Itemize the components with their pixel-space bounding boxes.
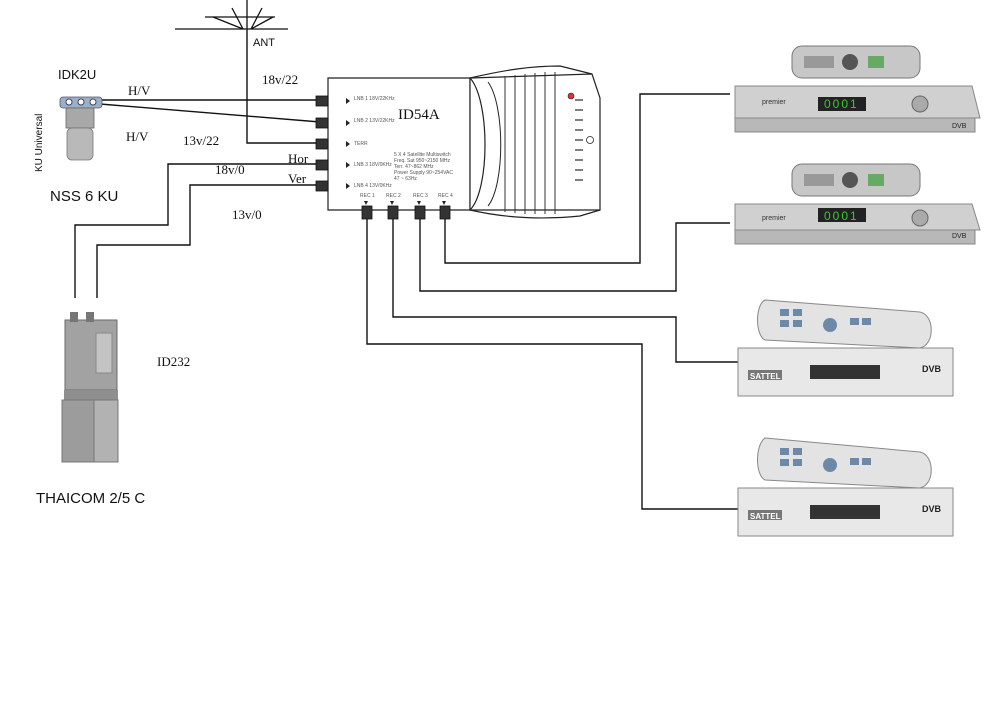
hv-top-label: H/V [128, 83, 151, 98]
multiswitch-id54a [315, 65, 601, 220]
ms-input-4: LNB 3 18V/0KHz [354, 162, 392, 168]
nss-label: NSS 6 KU [50, 188, 119, 205]
multiswitch-model-label: ID54A [398, 107, 440, 123]
wire-c-hor [74, 163, 320, 298]
ku-universal-label: KU Universal [34, 113, 45, 172]
receiver-4-dvb: DVB [922, 504, 942, 514]
receiver-2-display: 0001 [824, 209, 859, 223]
lnb-c-icon [61, 312, 119, 463]
receiver-1-dvb: DVB [952, 123, 967, 130]
lnb-c-model-label: ID232 [157, 354, 191, 369]
v13-22-label: 13v/22 [183, 133, 220, 148]
receiver-3-brand: SATTEL [750, 372, 781, 381]
ms-output-3: REC 3 [413, 193, 428, 199]
receiver-2 [734, 163, 981, 245]
wire-ku-13v [99, 103, 321, 123]
receiver-2-dvb: DVB [952, 233, 967, 240]
wire-ant [246, 30, 320, 144]
wires [74, 30, 740, 510]
wire-rec3 [419, 218, 730, 292]
ant-label: ANT [253, 37, 275, 49]
ms-input-1: LNB 1 18V/22KHz [354, 96, 395, 102]
ms-input-3: TERR [354, 141, 368, 147]
lnb-ku-model-label: IDK2U [58, 67, 97, 82]
wire-c-ver [96, 184, 320, 298]
ver-label: Ver [288, 171, 307, 186]
ms-input-5: LNB 4 13V/0KHz [354, 183, 392, 189]
ms-spec-2: Freq. Sat 950~2150 MHz [394, 158, 451, 164]
wire-rec2 [392, 218, 740, 363]
ms-input-2: LNB 2 13V/22KHz [354, 118, 395, 124]
receiver-1-display: 0001 [824, 97, 859, 111]
wire-rec1 [366, 218, 740, 510]
receiver-1 [734, 45, 981, 133]
hv-bottom-label: H/V [126, 129, 149, 144]
ms-spec-5: 47 ~ 63Hz [394, 176, 417, 182]
receiver-2-brand: premier [762, 215, 786, 222]
terrestrial-antenna [175, 0, 288, 30]
v13-0-label: 13v/0 [232, 207, 262, 222]
receiver-3-dvb: DVB [922, 364, 942, 374]
hor-label: Hor [288, 151, 309, 166]
ms-spec-3: Terr. 47~862 MHz [394, 164, 434, 170]
ms-output-1: REC 1 [360, 193, 375, 199]
receiver-4-brand: SATTEL [750, 512, 781, 521]
ms-spec-1: 5 X 4 Satellite Multiswitch [394, 152, 451, 158]
wire-rec4 [444, 93, 730, 264]
v18-0-label: 18v/0 [215, 162, 245, 177]
receiver-1-brand: premier [762, 99, 786, 106]
receiver-3 [737, 299, 954, 397]
lnb-ku-icon [59, 96, 103, 161]
v18-22-label: 18v/22 [262, 72, 299, 87]
thaicom-label: THAICOM 2/5 C [36, 490, 146, 507]
receiver-4 [737, 437, 954, 537]
ms-spec-4: Power Supply 90~254VAC [394, 170, 453, 176]
ms-output-2: REC 2 [386, 193, 401, 199]
ms-output-4: REC 4 [438, 193, 453, 199]
